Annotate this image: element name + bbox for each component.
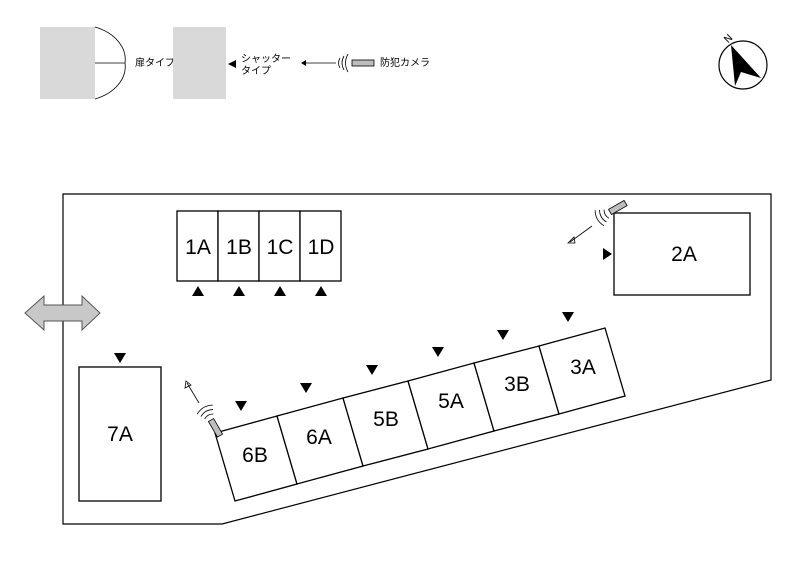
unit-2A-group: 2A: [603, 212, 751, 296]
legend: 扉タイプ シャッター タイプ 防犯カメラ: [40, 26, 430, 100]
unit-6B-label: 6B: [242, 444, 268, 467]
unit-6B-shutter-icon: [235, 401, 247, 411]
shutter-type-label-2: タイプ: [241, 65, 271, 77]
unit-2A-label: 2A: [671, 243, 697, 266]
unit-7A-shutter-icon: [114, 353, 126, 363]
unit-1C-shutter-icon: [274, 286, 286, 296]
door-type-swatch: [40, 27, 95, 99]
unit-7A[interactable]: [78, 366, 162, 502]
shutter-type-label-1: シャッター: [241, 53, 291, 65]
unit-1B[interactable]: [217, 210, 260, 282]
security-camera-icon: [567, 199, 628, 244]
unit-3B-shutter-icon: [497, 330, 509, 340]
shutter-type-swatch: [173, 27, 226, 99]
unit-3A-shutter-icon: [562, 312, 574, 322]
unit-6A-shutter-icon: [300, 383, 312, 393]
north-arrow-icon: [731, 45, 761, 86]
unit-2A-shutter-icon: [603, 248, 612, 260]
unit-5B-label: 5B: [373, 408, 399, 431]
unit-5B-shutter-icon: [366, 365, 378, 375]
security-camera-icon: [184, 380, 224, 438]
camera-label: 防犯カメラ: [380, 56, 430, 69]
unit-1A-shutter-icon: [192, 286, 204, 296]
door-type-label: 扉タイプ: [135, 56, 175, 69]
unit-1D[interactable]: [299, 210, 342, 282]
unit-row-1: 1A 1B 1C 1D: [176, 210, 342, 296]
unit-2A[interactable]: [613, 212, 751, 296]
unit-7A-label: 7A: [107, 423, 133, 446]
unit-3A[interactable]: [538, 327, 626, 415]
door-swing-icon: [94, 26, 126, 100]
unit-1B-shutter-icon: [233, 286, 245, 296]
unit-row-diagonal: 6B 6A 5B 5A 3B 3A: [214, 312, 626, 502]
unit-1D-label: 1D: [308, 236, 335, 259]
unit-5A-shutter-icon: [432, 347, 444, 357]
unit-1C[interactable]: [258, 210, 301, 282]
unit-1B-label: 1B: [226, 236, 252, 259]
site-boundary: [62, 193, 772, 525]
unit-5A-label: 5A: [438, 390, 464, 413]
unit-7A-group: 7A: [78, 353, 162, 502]
unit-1A-label: 1A: [185, 236, 211, 259]
compass: N: [718, 33, 768, 90]
unit-1D-shutter-icon: [315, 286, 327, 296]
entrance-arrow-icon: [24, 294, 101, 332]
unit-1C-label: 1C: [267, 236, 294, 259]
unit-6A-label: 6A: [306, 426, 332, 449]
unit-3A-label: 3A: [570, 356, 596, 379]
unit-3B-label: 3B: [504, 373, 530, 396]
shutter-marker-icon: [228, 60, 236, 68]
camera-legend-icon: [301, 53, 375, 73]
